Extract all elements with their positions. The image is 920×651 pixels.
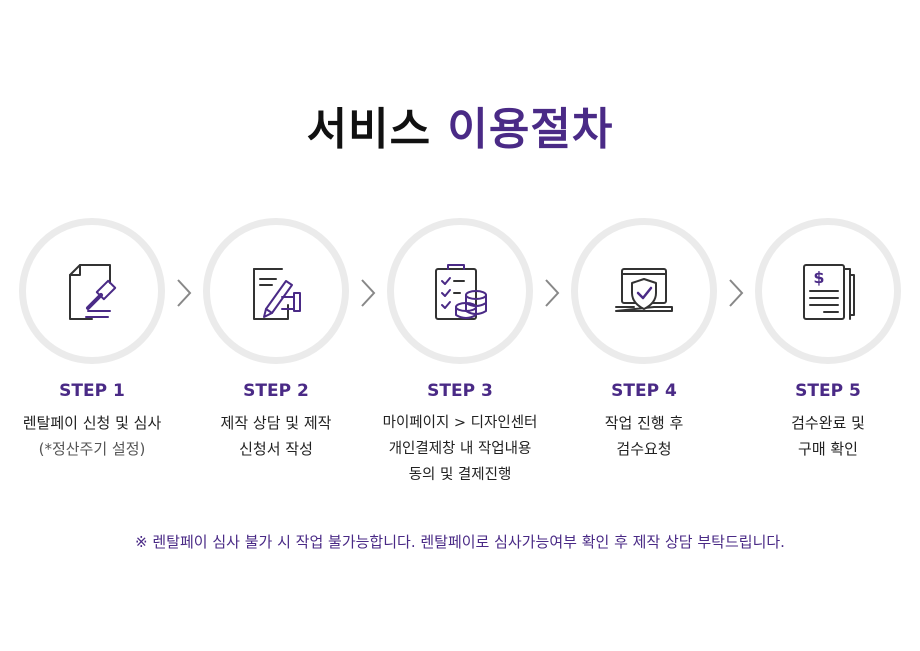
svg-text:$: $ <box>813 268 824 287</box>
title-main: 서비스 <box>306 104 432 155</box>
dollar-receipt-icon: $ <box>803 264 855 320</box>
step-3-line-3: 동의 및 결제진행 <box>408 467 512 483</box>
step-4-line-1: 작업 진행 후 <box>604 414 684 432</box>
step-3-line-1: 마이페이지 > 디자인센터 <box>382 415 538 431</box>
chevron-right-icon <box>361 279 376 307</box>
chevron-right-icon <box>545 279 560 307</box>
step-1-label: STEP 1 <box>59 381 125 401</box>
step-2-line-2: 신청서 작성 <box>239 440 313 458</box>
step-5-description: 검수완료 및 구매 확인 <box>736 410 920 462</box>
step-2: STEP 2 제작 상담 및 제작 신청서 작성 <box>184 218 368 462</box>
chevron-right-icon <box>729 279 744 307</box>
step-4-description: 작업 진행 후 검수요청 <box>552 410 736 462</box>
step-4-line-2: 검수요청 <box>616 440 672 458</box>
step-3: STEP 3 마이페이지 > 디자인센터 개인결제창 내 작업내용 동의 및 결… <box>368 218 552 488</box>
signing-document-icon <box>253 268 301 320</box>
step-3-circle <box>387 218 533 364</box>
step-1-circle <box>19 218 165 364</box>
checklist-coins-icon <box>435 264 487 320</box>
step-3-line-2: 개인결제창 내 작업내용 <box>388 441 532 457</box>
step-4-circle <box>571 218 717 364</box>
chevron-right-icon <box>177 279 192 307</box>
page-title: 서비스 이용절차 <box>0 100 920 160</box>
step-4-label: STEP 4 <box>611 381 677 401</box>
title-accent: 이용절차 <box>447 104 614 155</box>
gavel-document-icon <box>69 264 117 320</box>
step-5-circle: $ <box>755 218 901 364</box>
step-1-description: 렌탈페이 신청 및 심사 (*정산주기 설정) <box>0 410 184 462</box>
step-1-line-2: (*정산주기 설정) <box>38 440 146 458</box>
step-5-line-2: 구매 확인 <box>798 440 858 458</box>
step-5: $ STEP 5 검수완료 및 구매 확인 <box>736 218 920 462</box>
laptop-shield-icon <box>615 268 673 312</box>
step-2-label: STEP 2 <box>243 381 309 401</box>
step-3-description: 마이페이지 > 디자인센터 개인결제창 내 작업내용 동의 및 결제진행 <box>368 410 552 488</box>
step-5-line-1: 검수완료 및 <box>791 414 865 432</box>
step-4: STEP 4 작업 진행 후 검수요청 <box>552 218 736 462</box>
notice-text: ※ 렌탈페이 심사 불가 시 작업 불가능합니다. 렌탈페이로 심사가능여부 확… <box>135 533 785 551</box>
step-3-label: STEP 3 <box>427 381 493 401</box>
step-1-line-1: 렌탈페이 신청 및 심사 <box>22 414 162 432</box>
step-2-circle <box>203 218 349 364</box>
step-1: STEP 1 렌탈페이 신청 및 심사 (*정산주기 설정) <box>0 218 184 462</box>
step-2-description: 제작 상담 및 제작 신청서 작성 <box>184 410 368 462</box>
process-steps: STEP 1 렌탈페이 신청 및 심사 (*정산주기 설정) STEP 2 제작… <box>0 218 920 518</box>
step-2-line-1: 제작 상담 및 제작 <box>220 414 332 432</box>
step-5-label: STEP 5 <box>795 381 861 401</box>
